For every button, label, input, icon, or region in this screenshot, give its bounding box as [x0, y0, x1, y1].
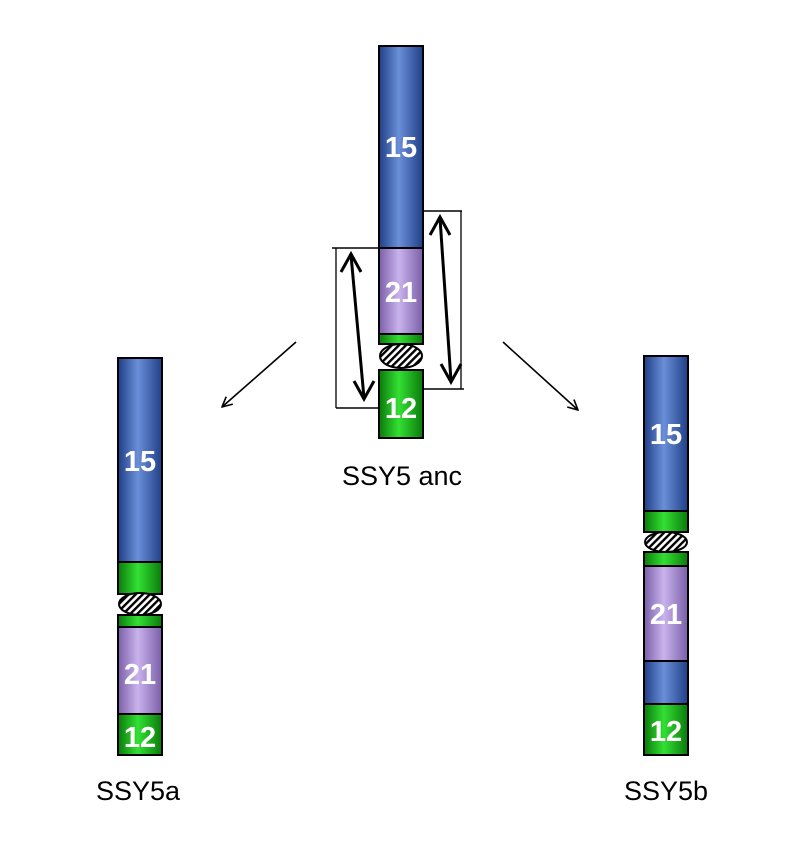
- segment-15: [378, 45, 424, 249]
- right-double-arrow-shaft: [438, 217, 453, 382]
- segment-green-upper: [643, 510, 689, 533]
- segment-12: [643, 703, 689, 756]
- centromere: [644, 531, 688, 553]
- segment-label-15: 15: [650, 419, 682, 451]
- segment-label-12: 12: [124, 722, 156, 754]
- segment-label-21: 21: [650, 599, 682, 631]
- left-arrow-head-bottom: [352, 380, 376, 403]
- segment-15: [643, 355, 689, 512]
- chromosome-ssy5b: 15 21 12: [643, 355, 689, 756]
- segment-blue-lower: [643, 660, 689, 705]
- segment-12: [378, 369, 424, 439]
- chromosome-ssy5-anc: 15 21 12: [378, 45, 424, 439]
- segment-label-15: 15: [124, 446, 156, 478]
- left-double-arrow-shaft: [349, 254, 366, 399]
- segment-label-21: 21: [385, 277, 417, 309]
- segment-green-lower: [117, 614, 163, 628]
- centromere: [379, 343, 423, 369]
- breakpoint-brackets: [332, 210, 464, 409]
- segment-label-12: 12: [650, 716, 682, 748]
- chromosome-name-anc: SSY5 anc: [342, 461, 462, 491]
- arrow-to-ssy5b: [502, 341, 578, 410]
- right-arrow-head-top: [428, 213, 452, 236]
- centromere: [118, 592, 162, 616]
- segment-green-upper: [117, 561, 163, 595]
- segment-label-15: 15: [385, 132, 417, 164]
- chromosome-name-b: SSY5b: [624, 776, 708, 806]
- chromosome-name-a: SSY5a: [96, 776, 181, 806]
- chromosome-ssy5a: 15 21 12: [117, 357, 163, 756]
- segment-15: [117, 357, 163, 563]
- segment-label-12: 12: [385, 393, 417, 425]
- left-arrow-head-top: [339, 250, 363, 273]
- segment-green-lower: [643, 551, 689, 567]
- arrow-to-ssy5a: [222, 341, 297, 407]
- segment-green-short: [378, 333, 424, 345]
- right-arrow-head-bottom: [439, 363, 463, 386]
- segment-label-21: 21: [124, 659, 156, 691]
- segment-12: [117, 713, 163, 756]
